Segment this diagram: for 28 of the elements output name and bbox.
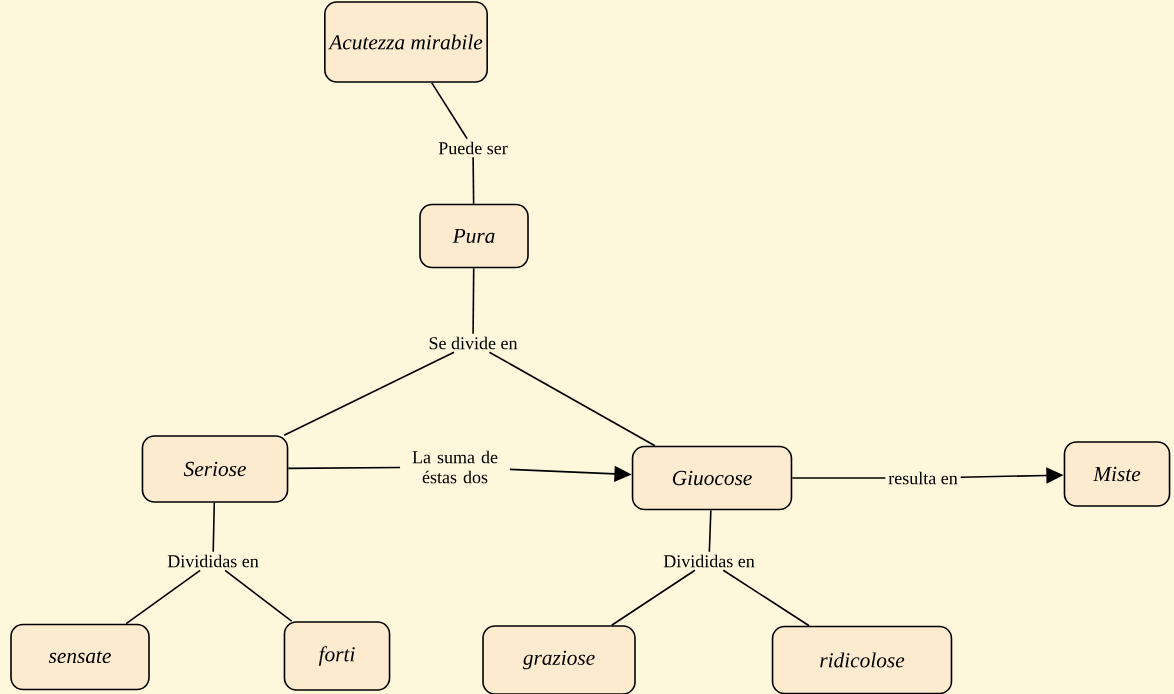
concept-box: Giuocose [631, 445, 793, 511]
concept-box: graziose [482, 625, 636, 694]
concept-box: ridicolose [771, 625, 953, 694]
linking-phrase: Divididas en [164, 552, 262, 570]
linking-phrase: Se divide en [425, 334, 521, 352]
connector [125, 569, 201, 625]
concept-box: sensate [10, 623, 150, 691]
connector [610, 569, 696, 626]
connector [472, 156, 475, 205]
connector [224, 569, 293, 622]
connector [431, 82, 468, 140]
concept-box: Seriose [141, 435, 289, 503]
linking-phrase: Puede ser [435, 139, 511, 157]
linking-phrase: resulta en [885, 469, 961, 487]
connector [488, 351, 656, 447]
connector [283, 351, 455, 436]
concept-box: Miste [1063, 441, 1171, 507]
connector [722, 569, 810, 627]
connector [708, 509, 712, 553]
concept-box: forti [283, 621, 391, 691]
concept-box: Pura [419, 203, 529, 269]
connector [791, 477, 887, 479]
concept-box: Acutezza mirabile [324, 1, 488, 83]
connector [212, 502, 216, 553]
connector [472, 267, 475, 335]
linking-phrase: Divididas en [660, 552, 758, 570]
connector [287, 466, 401, 470]
linking-phrase: La suma de éstas dos [400, 448, 510, 486]
